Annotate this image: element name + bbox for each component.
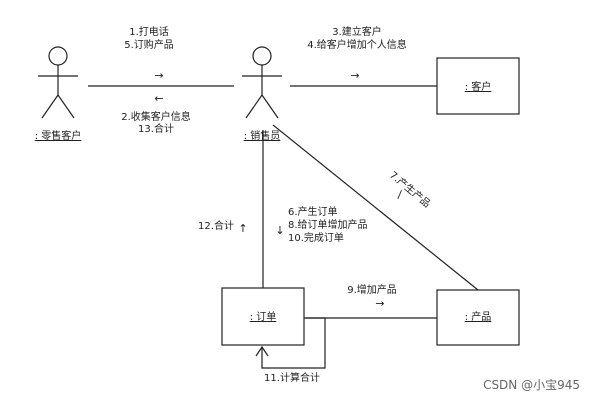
message-10: 10.完成订单 (288, 231, 344, 244)
actor-retail-customer-label: : 零售客户 (35, 129, 82, 142)
message-3: 3.建立客户 (332, 25, 382, 38)
arrow-left-icon: ← (154, 92, 163, 105)
actor-salesperson: : 销售员 (242, 46, 282, 142)
message-12: 12.合计 (198, 219, 234, 232)
object-product-label: : 产品 (465, 310, 492, 323)
object-product: : 产品 (436, 289, 520, 346)
self-link-order (261, 317, 326, 369)
actor-right-leg (57, 94, 75, 119)
arrow-right-icon: → (375, 297, 384, 310)
arrow-diagonal-icon: \ (394, 188, 405, 201)
arrow-up-icon: ↑ (238, 222, 247, 235)
message-7: 7.产生产品 (387, 168, 433, 210)
message-11: 11.计算合计 (264, 371, 320, 384)
message-6: 6.产生订单 (288, 205, 338, 218)
self-link-arrowhead (255, 345, 269, 357)
object-order: : 订单 (221, 287, 305, 346)
actor-left-leg (41, 94, 59, 119)
actor-head (48, 46, 68, 66)
actor-left-leg (245, 94, 263, 119)
actor-retail-customer: : 零售客户 (35, 46, 82, 142)
message-1: 1.打电话 (129, 25, 169, 38)
arrow-right-icon: → (154, 69, 163, 82)
message-5: 5.订购产品 (124, 38, 174, 51)
link-salesperson-product (272, 124, 479, 291)
actor-right-leg (261, 94, 279, 119)
watermark: CSDN @小宝945 (483, 378, 580, 392)
object-order-box (221, 287, 305, 346)
actor-salesperson-label: : 销售员 (244, 129, 281, 142)
object-customer-box (436, 57, 520, 115)
arrow-right-icon: → (350, 69, 359, 82)
message-13: 13.合计 (138, 122, 174, 135)
object-customer: : 客户 (436, 57, 520, 115)
object-product-box (436, 289, 520, 346)
object-order-label: : 订单 (250, 311, 277, 323)
message-9: 9.增加产品 (347, 283, 397, 296)
arrow-down-icon: ↓ (275, 224, 284, 237)
message-4: 4.给客户增加个人信息 (307, 38, 407, 51)
message-8: 8.给订单增加产品 (288, 218, 368, 231)
message-2: 2.收集客户信息 (121, 110, 191, 123)
actor-head (252, 46, 272, 66)
object-customer-label: : 客户 (465, 80, 492, 93)
